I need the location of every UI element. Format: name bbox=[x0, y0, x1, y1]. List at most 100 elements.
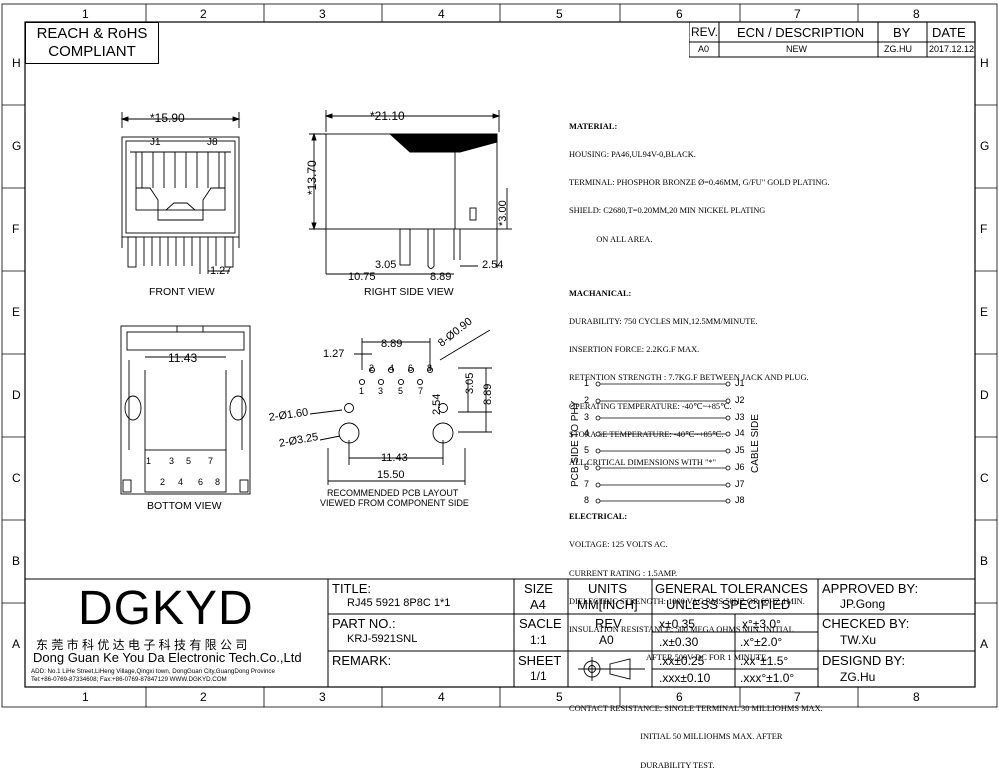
partno-label: PART NO.: bbox=[332, 616, 396, 631]
zone-row-f-right: F bbox=[980, 222, 988, 236]
schematic-jack-3: J3 bbox=[735, 412, 745, 422]
zone-row-g: G bbox=[12, 139, 22, 153]
zone-row-a-right: A bbox=[980, 637, 989, 651]
bottom-pin-3: 3 bbox=[169, 456, 175, 466]
zone-row-a: A bbox=[12, 637, 21, 651]
compliance-line-2: COMPLIANT bbox=[48, 43, 136, 60]
notes-material-1: HOUSING: PA46,UL94V-0,BLACK. bbox=[569, 150, 696, 160]
zone-col-8: 8 bbox=[913, 7, 920, 21]
right-side-view-drawing bbox=[309, 110, 512, 275]
zone-row-c-right: C bbox=[980, 471, 989, 485]
zone-row-g-right: G bbox=[980, 139, 990, 153]
schematic-lines bbox=[595, 381, 731, 504]
zone-col-2: 2 bbox=[200, 7, 207, 21]
zone-col-1-bottom: 1 bbox=[82, 690, 89, 704]
notes-material-3: SHIELD: C2680,T=0.20MM,20 MIN NICKEL PLA… bbox=[569, 206, 766, 216]
pcb-caption-line-2: VIEWED FROM COMPONENT SIDE bbox=[320, 498, 469, 508]
rev-row-rev: A0 bbox=[698, 44, 710, 54]
notes-block: MATERIAL: HOUSING: PA46,UL94V-0,BLACK. T… bbox=[569, 103, 830, 779]
right-side-view-caption: RIGHT SIDE VIEW bbox=[364, 286, 454, 298]
bottom-pin-7: 7 bbox=[208, 456, 214, 466]
bottom-pin-4: 4 bbox=[178, 477, 184, 487]
schematic-pin-1: 1 bbox=[584, 378, 590, 388]
notes-material-4: ON ALL AREA. bbox=[569, 234, 653, 244]
checked-value: TW.Xu bbox=[840, 633, 877, 647]
schematic-pin-6: 6 bbox=[584, 462, 590, 472]
schematic-jack-5: J5 bbox=[735, 445, 745, 455]
front-width-dim: *15.90 bbox=[150, 111, 185, 125]
schematic-pin-7: 7 bbox=[584, 479, 590, 489]
zone-row-e-right: E bbox=[980, 305, 989, 319]
size-label: SIZE bbox=[524, 581, 553, 596]
notes-electrical-2: CURRENT RATING : 1.5AMP. bbox=[569, 568, 678, 578]
bottom-view-drawing bbox=[120, 325, 251, 495]
notes-electrical-1: VOLTAGE: 125 VOLTS AC. bbox=[569, 540, 668, 550]
pcb-8-89-top-dim: 8.89 bbox=[381, 338, 403, 350]
rev-header-date: DATE bbox=[932, 25, 966, 40]
zone-col-3: 3 bbox=[319, 7, 326, 21]
zone-col-6-bottom: 6 bbox=[676, 690, 683, 704]
notes-material-title: MATERIAL: bbox=[569, 121, 618, 131]
pcb-pin-2: 2 bbox=[369, 363, 375, 373]
front-pitch-dim: 1.27 bbox=[210, 265, 232, 277]
bottom-pin-8: 8 bbox=[215, 477, 221, 487]
units-label: UNITS bbox=[588, 581, 627, 596]
zone-col-3-bottom: 3 bbox=[319, 690, 326, 704]
notes-electrical-3: DIELECTRIC STRENGTH: 1000 VAC RMS 50HZ O… bbox=[569, 596, 805, 606]
schematic-jack-8: J8 bbox=[735, 495, 745, 505]
pcb-pin-7: 7 bbox=[418, 386, 424, 396]
zone-row-h: H bbox=[12, 56, 21, 70]
sheet-label: SHEET bbox=[518, 653, 562, 668]
tolerance-title-line-1: GENERAL TOLERANCES bbox=[655, 581, 808, 596]
front-label-j1: J1 bbox=[150, 137, 161, 148]
front-view-caption: FRONT VIEW bbox=[149, 286, 215, 298]
notes-material-2: TERMINAL: PHOSPHOR BRONZE Ø=0.46MM, G/FU… bbox=[569, 178, 830, 188]
rev-header-rev: REV. bbox=[691, 25, 718, 39]
pcb-pin-3: 3 bbox=[378, 386, 384, 396]
zone-col-5-bottom: 5 bbox=[556, 690, 563, 704]
pcb-11-43-dim: 11.43 bbox=[381, 452, 408, 464]
company-address: ADD: No.1 LiHe Street,LiHeng Village,Qin… bbox=[31, 668, 275, 675]
title-label: TITLE: bbox=[332, 581, 372, 596]
pcb-15-50-dim: 15.50 bbox=[377, 469, 405, 481]
notes-mechanical-3: RETENTION STRENGTH : 7.7KG.F BETWEEN JAC… bbox=[569, 373, 809, 383]
scale-value: 1:1 bbox=[530, 633, 547, 647]
designed-label: DESIGND BY: bbox=[822, 653, 906, 668]
schematic-pin-5: 5 bbox=[584, 445, 590, 455]
notes-electrical-title: ELECTRICAL: bbox=[569, 512, 628, 522]
tolerance-angular-0: x°±3.0° bbox=[742, 617, 781, 631]
side-3-05-dim: 3.05 bbox=[375, 259, 397, 271]
zone-row-f: F bbox=[12, 222, 20, 236]
bottom-11-43-dim: 11.43 bbox=[168, 351, 198, 365]
zone-col-6: 6 bbox=[676, 7, 683, 21]
zone-col-2-bottom: 2 bbox=[200, 690, 207, 704]
units-value: MM[INCH] bbox=[577, 597, 638, 612]
pcb-pin-6: 6 bbox=[408, 363, 414, 373]
title-block-grid bbox=[25, 578, 975, 687]
zone-col-1: 1 bbox=[82, 7, 89, 21]
tolerance-linear-3: .xxx±0.10 bbox=[659, 671, 711, 685]
drawing-frame bbox=[1, 3, 998, 708]
rev-header-by: BY bbox=[893, 25, 911, 40]
schematic-jack-2: J2 bbox=[735, 395, 745, 405]
zone-row-c: C bbox=[12, 471, 21, 485]
notes-mechanical-title: MACHANICAL: bbox=[569, 288, 632, 298]
pcb-1-27-dim: 1.27 bbox=[323, 348, 345, 360]
bottom-view-caption: BOTTOM VIEW bbox=[147, 500, 222, 512]
notes-mechanical-2: INSERTION FORCE: 2.2KG.F MAX. bbox=[569, 345, 700, 355]
pcb-layout-drawing bbox=[309, 330, 492, 485]
tolerance-linear-1: .x±0.30 bbox=[659, 635, 699, 649]
notes-mechanical-4: OPERATING TEMPERATURE: -40℃~+85℃. bbox=[569, 401, 732, 411]
notes-electrical-8: INITIAL 50 MILLIOHMS MAX. AFTER bbox=[569, 732, 783, 742]
front-view-drawing bbox=[120, 112, 241, 274]
bottom-pin-6: 6 bbox=[198, 477, 204, 487]
pcb-pin-1: 1 bbox=[359, 386, 365, 396]
compliance-line-1: REACH & RoHS bbox=[36, 25, 148, 42]
zone-row-d-right: D bbox=[980, 388, 989, 402]
company-contact: Tel:+86-0769-87334608; Fax:+86-0769-8784… bbox=[31, 676, 227, 683]
schematic-pin-3: 3 bbox=[584, 412, 590, 422]
side-10-75-dim: 10.75 bbox=[348, 271, 376, 283]
company-logo: DGKYD bbox=[78, 582, 254, 635]
approved-value: JP.Gong bbox=[840, 597, 886, 611]
zone-col-7: 7 bbox=[794, 7, 801, 21]
